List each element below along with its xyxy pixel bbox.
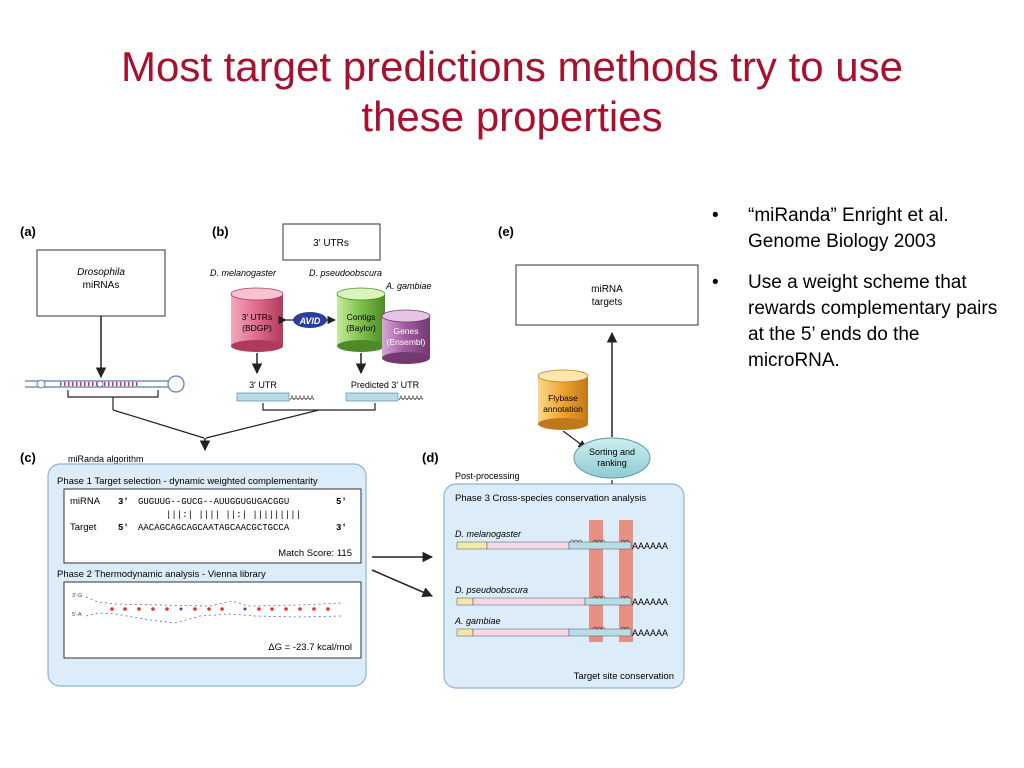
bullet-item: • “miRanda” Enright et al. Genome Biolog… xyxy=(708,203,1008,255)
contigs-baylor-cylinder: Contigs (Baylor) xyxy=(336,287,386,352)
cyl2-line1: Contigs xyxy=(347,312,376,322)
genes-ensembl-cylinder: Genes (Ensembl) xyxy=(381,309,431,364)
species-pseudoobscura: D. pseudoobscura xyxy=(309,268,382,278)
sort-line-1: Sorting and xyxy=(589,447,635,457)
sort-line-2: ranking xyxy=(597,458,627,468)
pairing-marks: |||:| |||| ||:| ||||||||| xyxy=(166,510,301,520)
panel-d-label: (d) xyxy=(422,450,439,465)
phase3-label: Phase 3 Cross-species conservation analy… xyxy=(455,493,646,504)
targets-line-1: miRNA xyxy=(591,284,623,295)
flybase-line-1: Flybase xyxy=(548,393,578,403)
slide-title-line-2: these properties xyxy=(361,93,663,140)
slide-title: Most target predictions methods try to u… xyxy=(40,42,984,142)
gene-model-gambiae xyxy=(456,626,632,637)
cyl2-line2: (Baylor) xyxy=(346,323,376,333)
match-score: Match Score: 115 xyxy=(278,548,352,559)
polya-b2: AAAAAA xyxy=(399,396,423,402)
merge-line-a2 xyxy=(112,409,205,439)
phase2-box xyxy=(63,581,362,659)
bracket-a xyxy=(67,390,159,398)
utr-bar-2 xyxy=(345,392,399,402)
flybase-line-2: annotation xyxy=(543,404,583,414)
miranda-algorithm-label: miRanda algorithm xyxy=(68,454,144,464)
utr-bar-1 xyxy=(236,392,290,402)
gene-model-melanogaster xyxy=(456,539,632,550)
bullet-text: “miRanda” Enright et al. Genome Biology … xyxy=(748,205,949,252)
mirnas-label: miRNAs xyxy=(83,280,120,291)
arrow-c-to-d-2 xyxy=(371,569,433,598)
bullet-item: • Use a weight scheme that rewards compl… xyxy=(708,270,1008,374)
flybase-annotation-cylinder: Flybase annotation xyxy=(537,369,589,430)
predicted-utr-label: Predicted 3′ UTR xyxy=(351,380,420,390)
d-species-2: D. pseudoobscura xyxy=(455,585,528,595)
struct-end-top: 3'-G xyxy=(72,593,82,599)
avid-badge xyxy=(293,312,327,328)
target-sequence: AACAGCAGCAGCAATAGCAACGCTGCCA xyxy=(138,523,290,533)
panel-b-label: (b) xyxy=(212,224,229,239)
target-3prime: 3' xyxy=(336,523,347,533)
avid-label: AVID xyxy=(299,316,321,326)
mirna-3prime: 3' xyxy=(118,497,129,507)
panel-c-label: (c) xyxy=(20,450,36,465)
cyl3-line2: (Ensembl) xyxy=(387,337,426,347)
delta-g: ΔG = -23.7 kcal/mol xyxy=(268,642,352,653)
mirna-row-label: miRNA xyxy=(70,496,101,507)
post-processing-label: Post-processing xyxy=(455,471,520,481)
drosophila-mirnas-box xyxy=(36,249,166,317)
conserved-site-1 xyxy=(589,520,603,642)
merge-line-b xyxy=(205,409,320,439)
targets-line-2: targets xyxy=(592,297,623,308)
d-species-1: D. melanogaster xyxy=(455,529,522,539)
cyl1-line2: (BDGP) xyxy=(242,323,272,333)
bullet-marker: • xyxy=(712,272,719,293)
bracket-b xyxy=(262,403,376,411)
species-gambiae: A. gambiae xyxy=(385,281,432,291)
sorting-ranking-node xyxy=(573,437,651,479)
gene-model-pseudoobscura xyxy=(456,595,632,606)
target-site-conservation: Target site conservation xyxy=(574,671,674,682)
utr-output-label: 3′ UTR xyxy=(249,380,277,390)
utrs-box-label: 3′ UTRs xyxy=(313,238,349,249)
mirna-targets-box xyxy=(515,264,699,326)
phase1-box xyxy=(63,488,362,564)
cyl3-line1: Genes xyxy=(393,326,418,336)
mirna-sequence: GUGUUG--GUCG--AUUGGUGUGACGGU xyxy=(138,497,289,507)
panel-e-label: (e) xyxy=(498,224,514,239)
bullet-list: • “miRanda” Enright et al. Genome Biolog… xyxy=(708,203,1008,389)
mirna-5prime: 5' xyxy=(336,497,347,507)
utrs-bdgp-cylinder: 3′ UTRs (BDGP) xyxy=(230,287,284,352)
target-row-label: Target xyxy=(70,522,97,533)
phase2-label: Phase 2 Thermodynamic analysis - Vienna … xyxy=(57,569,266,580)
cyl1-line1: 3′ UTRs xyxy=(242,312,272,322)
panel-a-label: (a) xyxy=(20,224,36,239)
species-melanogaster: D. melanogaster xyxy=(210,268,277,278)
d-species-3: A. gambiae xyxy=(454,616,501,626)
drosophila-label: Drosophila xyxy=(77,267,125,278)
polya-d3: AAAAAA xyxy=(632,628,668,638)
polya-d1: AAAAAA xyxy=(632,541,668,551)
target-5prime: 5' xyxy=(118,523,129,533)
slide-title-line-1: Most target predictions methods try to u… xyxy=(120,43,904,90)
hairpin-structure xyxy=(25,375,185,393)
conserved-site-2 xyxy=(619,520,633,642)
bullet-marker: • xyxy=(712,205,719,226)
rna-duplex-structure: 3'-G 5'-A xyxy=(72,593,343,624)
phase1-label: Phase 1 Target selection - dynamic weigh… xyxy=(57,476,318,487)
polya-b1: AAAAAA xyxy=(290,396,314,402)
bullet-text: Use a weight scheme that rewards complem… xyxy=(748,272,998,371)
polya-d2: AAAAAA xyxy=(632,597,668,607)
utrs-box xyxy=(282,223,381,261)
struct-end-bot: 5'-A xyxy=(72,612,82,618)
